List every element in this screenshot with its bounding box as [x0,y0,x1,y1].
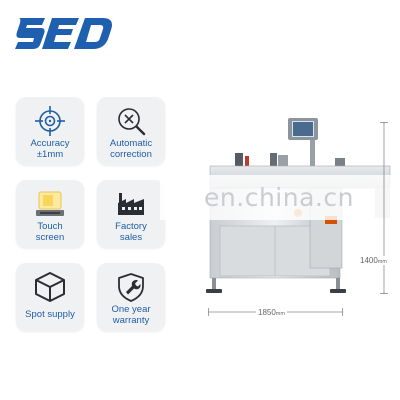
feature-factory-label: Factory sales [97,221,165,243]
feature-line-2: warranty [112,315,150,326]
feature-touch-label: Touch screen [16,221,84,243]
height-dimension-label: 1400mm [360,256,387,265]
height-unit: mm [377,259,387,265]
feature-line-1: Automatic [109,138,153,149]
feature-touch-screen: Touch screen [16,180,84,248]
feature-warranty-label: One year warranty [97,304,165,326]
magnify-correction-icon [97,104,165,138]
feature-accuracy: Accuracy ±1mm [16,97,84,165]
width-value: 1850 [258,308,276,317]
feature-line-1: Touch [37,221,63,232]
feature-line-2: screen [35,232,65,243]
feature-line-1: Accuracy [30,138,70,149]
feature-line-2: correction [110,149,152,160]
watermark-text: en.china.cn [204,183,354,212]
feature-spot-supply: Spot supply [16,263,84,331]
feature-factory-sales: Factory sales [97,180,165,248]
feature-accuracy-label: Accuracy ±1mm [16,138,84,160]
feature-warranty: One year warranty [97,263,165,331]
feature-automatic-correction: Automatic correction [97,97,165,165]
feature-line-2: sales [119,232,143,243]
sed-logo [15,18,112,49]
feature-line-1: Factory [115,221,147,232]
watermark: en.china.cn [160,175,398,220]
box-icon [16,270,84,304]
width-unit: mm [275,311,285,317]
height-dimension-line [380,122,388,294]
wrench-shield-icon [97,270,165,304]
touch-screen-icon [16,187,84,221]
crosshair-icon [16,104,84,138]
factory-icon [97,187,165,221]
feature-spot-label: Spot supply [16,309,84,320]
width-dimension-label: 1850mm [256,308,287,317]
feature-line-1: One year [111,304,151,315]
feature-correction-label: Automatic correction [97,138,165,160]
feature-line-1: Spot supply [25,309,75,320]
feature-line-2: ±1mm [36,149,64,160]
height-value: 1400 [360,256,378,265]
